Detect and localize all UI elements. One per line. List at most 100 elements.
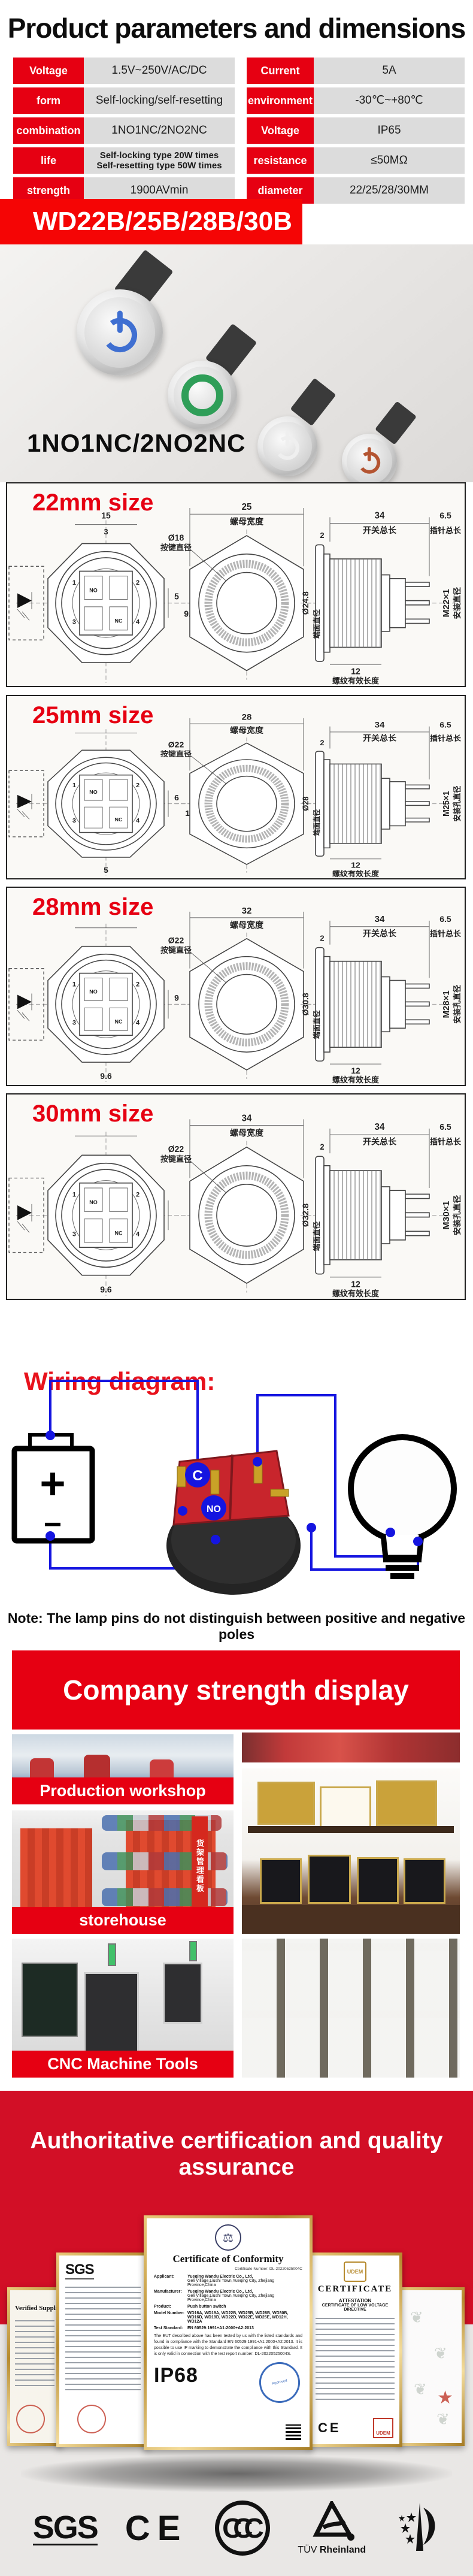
- svg-text:Ø30.8: Ø30.8: [301, 993, 310, 1015]
- shadow: [21, 2455, 452, 2492]
- dimension-drawing: 1 2 3 4 NO NC 1NO1NC×2 9: [8, 906, 462, 1084]
- light-bulb: [348, 1434, 457, 1579]
- svg-text:按键直径: 按键直径: [160, 1154, 192, 1163]
- svg-text:插针总长: 插针总长: [430, 1136, 462, 1146]
- ip-rating: IP68: [154, 2363, 198, 2387]
- terminal-c-label: C: [192, 1468, 202, 1484]
- svg-text:开关总长: 开关总长: [363, 929, 397, 938]
- svg-text:NC: NC: [115, 618, 123, 624]
- svg-text:1: 1: [72, 981, 76, 988]
- svg-text:2: 2: [136, 1191, 140, 1198]
- svg-text:NO: NO: [89, 587, 97, 593]
- svg-text:插针总长: 插针总长: [430, 525, 462, 535]
- svg-text:螺母宽度: 螺母宽度: [230, 920, 264, 930]
- push-button-red: [342, 434, 397, 482]
- svg-text:15: 15: [101, 511, 111, 521]
- svg-text:3: 3: [72, 1230, 76, 1238]
- svg-text:按键直径: 按键直径: [160, 542, 192, 552]
- parameter-label: Current: [247, 58, 314, 84]
- svg-text:2: 2: [136, 782, 140, 788]
- parameter-value: Self-locking/self-resetting: [84, 87, 235, 114]
- svg-text:12: 12: [351, 1280, 360, 1289]
- wiring-diagram: + − C NO: [11, 1380, 457, 1595]
- svg-text:按键直径: 按键直径: [160, 749, 192, 758]
- svg-text:2: 2: [320, 1142, 324, 1151]
- svg-text:插针总长: 插针总长: [430, 929, 462, 938]
- svg-text:6.5: 6.5: [439, 1123, 451, 1132]
- size-section: 22mm size 1 2 3 4 NO NC: [6, 482, 466, 687]
- product-photo: [0, 244, 473, 482]
- svg-text:32: 32: [242, 906, 252, 916]
- svg-text:NC: NC: [115, 817, 123, 823]
- svg-text:9.6: 9.6: [100, 1071, 112, 1081]
- ce-logo: CE: [125, 2508, 188, 2548]
- parameter-label: Voltage: [13, 58, 84, 84]
- svg-text:28: 28: [242, 713, 252, 722]
- svg-text:6: 6: [174, 794, 179, 802]
- company-banner: Company strength display: [12, 1650, 460, 1730]
- svg-text:34: 34: [375, 914, 385, 924]
- svg-text:3: 3: [72, 1019, 76, 1026]
- svg-text:按键直径: 按键直径: [160, 946, 192, 955]
- svg-text:1: 1: [72, 782, 76, 788]
- svg-text:6.5: 6.5: [439, 721, 451, 729]
- svg-text:6.5: 6.5: [439, 914, 451, 924]
- svg-text:4: 4: [136, 1230, 140, 1238]
- certificate-udem: UDEM CERTIFICATE ATTESTATION CERTIFICATE…: [308, 2253, 402, 2447]
- svg-text:端面直径: 端面直径: [312, 1222, 321, 1251]
- svg-text:端面直径: 端面直径: [312, 1010, 321, 1039]
- svg-text:螺母宽度: 螺母宽度: [230, 1127, 264, 1138]
- svg-text:安装孔直径: 安装孔直径: [452, 1195, 462, 1235]
- dimension-drawing: 1 2 3 4 NO NC 1NO1NC×2 6 15: [8, 713, 462, 878]
- push-button-white: [257, 416, 317, 476]
- push-button-blue: [77, 289, 163, 376]
- photo-certificate-wall: [242, 1939, 460, 2078]
- svg-text:4: 4: [136, 618, 140, 625]
- svg-text:2: 2: [320, 934, 324, 943]
- caption-storehouse: storehouse: [12, 1907, 234, 1934]
- svg-text:插针总长: 插针总长: [430, 734, 461, 742]
- parameter-row: form Self-locking/self-resetting environ…: [13, 87, 465, 114]
- svg-text:34: 34: [375, 510, 385, 521]
- dimension-drawing: 1 2 3 4 NO NC 1NO1NC 15 3 5 9.6: [8, 502, 462, 685]
- push-button-green: [168, 361, 237, 430]
- parameter-label: life: [13, 147, 84, 174]
- svg-text:3: 3: [72, 817, 76, 824]
- svg-text:12: 12: [351, 667, 360, 676]
- svg-text:NC: NC: [115, 1230, 123, 1236]
- svg-text:安装直径: 安装直径: [452, 587, 462, 619]
- dimension-drawing: 1 2 3 4 NO NC 1NO1NC×2: [8, 1113, 462, 1298]
- svg-text:34: 34: [242, 1113, 252, 1123]
- svg-text:开关总长: 开关总长: [363, 525, 397, 536]
- parameters-table: Voltage 1.5V~250V/AC/DC Current 5A form …: [13, 58, 465, 204]
- certificate-of-conformity: ⚖ Certificate of Conformity Certificate …: [144, 2215, 313, 2450]
- sgs-logo: SGS: [65, 2261, 95, 2279]
- deelay-logo: ⚖: [215, 2224, 241, 2251]
- size-title: 25mm size: [32, 702, 154, 728]
- svg-text:Ø22: Ø22: [168, 740, 184, 749]
- photo-award-wall: [242, 1768, 460, 1934]
- svg-text:2: 2: [320, 531, 324, 540]
- svg-text:3: 3: [104, 527, 108, 536]
- svg-text:2: 2: [136, 981, 140, 988]
- parameter-row: life Self-locking type 20W times Self-re…: [13, 147, 465, 174]
- svg-text:2: 2: [320, 739, 324, 746]
- svg-text:NO: NO: [89, 789, 98, 795]
- svg-text:开关总长: 开关总长: [363, 1136, 397, 1147]
- svg-text:端面直径: 端面直径: [312, 609, 321, 639]
- parameter-value: 1NO1NC/2NO2NC: [84, 117, 235, 144]
- storehouse-sign: 货架管理看板: [192, 1816, 208, 1916]
- svg-text:Ø22: Ø22: [168, 1145, 184, 1154]
- size-title: 28mm size: [32, 894, 154, 920]
- qr-code: [286, 2424, 301, 2440]
- certificate-verified-supplier: Verified Supplier: [7, 2287, 62, 2446]
- battery-plus: +: [40, 1459, 65, 1508]
- certification-banner-title: Authoritative certification and quality …: [30, 2128, 443, 2180]
- parameter-value: IP65: [314, 117, 465, 144]
- svg-text:螺纹有效长度: 螺纹有效长度: [332, 1289, 380, 1298]
- size-title: 30mm size: [32, 1100, 154, 1127]
- parameter-label: environment: [247, 87, 314, 114]
- svg-text:Ø32.8: Ø32.8: [301, 1204, 311, 1227]
- svg-text:1: 1: [72, 579, 76, 586]
- svg-text:螺母宽度: 螺母宽度: [230, 516, 264, 527]
